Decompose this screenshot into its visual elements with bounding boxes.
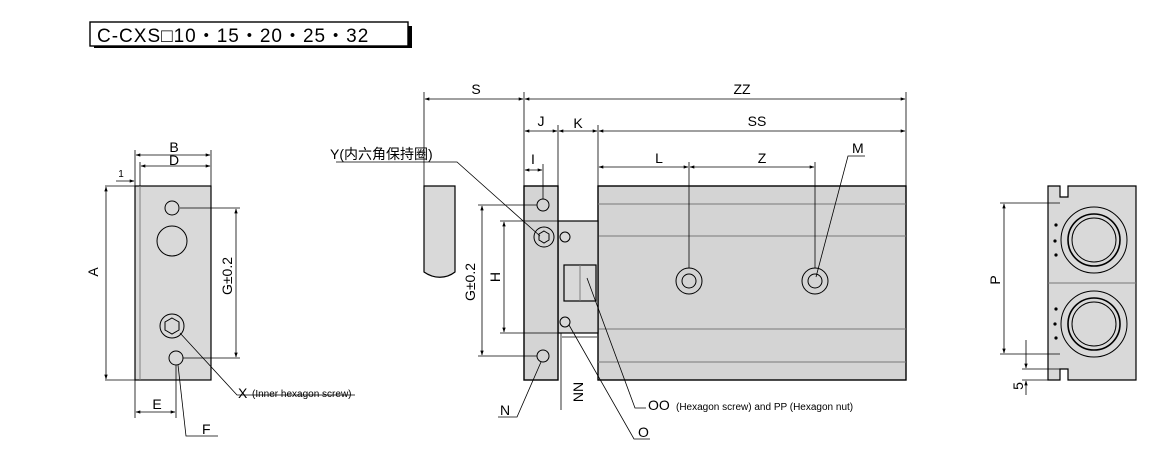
side-view: S ZZ J K SS I L Z M G±0.2 H: [336, 81, 907, 440]
dim-L: L: [655, 150, 663, 166]
callout-X: X: [238, 385, 248, 401]
dim-G-mid: G±0.2: [462, 263, 478, 301]
dim-N: N: [500, 402, 510, 418]
dim-5: 5: [1010, 382, 1026, 390]
dim-NN: NN: [570, 382, 586, 402]
model-title: C-CXS□10・15・20・25・32: [97, 26, 369, 47]
dim-A: A: [85, 267, 101, 277]
dim-1: 1: [118, 169, 124, 180]
callout-Y: Y(内六角保持圈): [330, 146, 433, 162]
dim-G-left: G±0.2: [219, 257, 235, 295]
dim-J: J: [538, 113, 545, 129]
dim-O: O: [638, 424, 649, 440]
dim-B: B: [169, 139, 178, 155]
callout-OO: OO: [648, 397, 670, 413]
dim-S: S: [471, 81, 480, 97]
dim-P: P: [987, 275, 1003, 284]
dim-H: H: [487, 272, 503, 282]
callout-OO-desc: (Hexagon screw) and PP (Hexagon nut): [676, 402, 853, 413]
dim-ZZ: ZZ: [733, 81, 751, 97]
model-title-box: C-CXS□10・15・20・25・32: [89, 21, 412, 48]
left-end-view: A B D 1 G±0.2 E F: [85, 139, 355, 437]
dim-I: I: [531, 151, 535, 167]
dim-K: K: [573, 115, 583, 131]
dim-F: F: [202, 421, 211, 437]
dim-Z: Z: [758, 150, 767, 166]
dim-M: M: [852, 140, 864, 156]
dim-SS: SS: [748, 113, 767, 129]
dim-E: E: [152, 396, 161, 412]
callout-X-desc: (Inner hexagon screw): [252, 389, 352, 400]
dim-D: D: [169, 152, 179, 168]
right-end-view: P 5: [987, 185, 1137, 395]
